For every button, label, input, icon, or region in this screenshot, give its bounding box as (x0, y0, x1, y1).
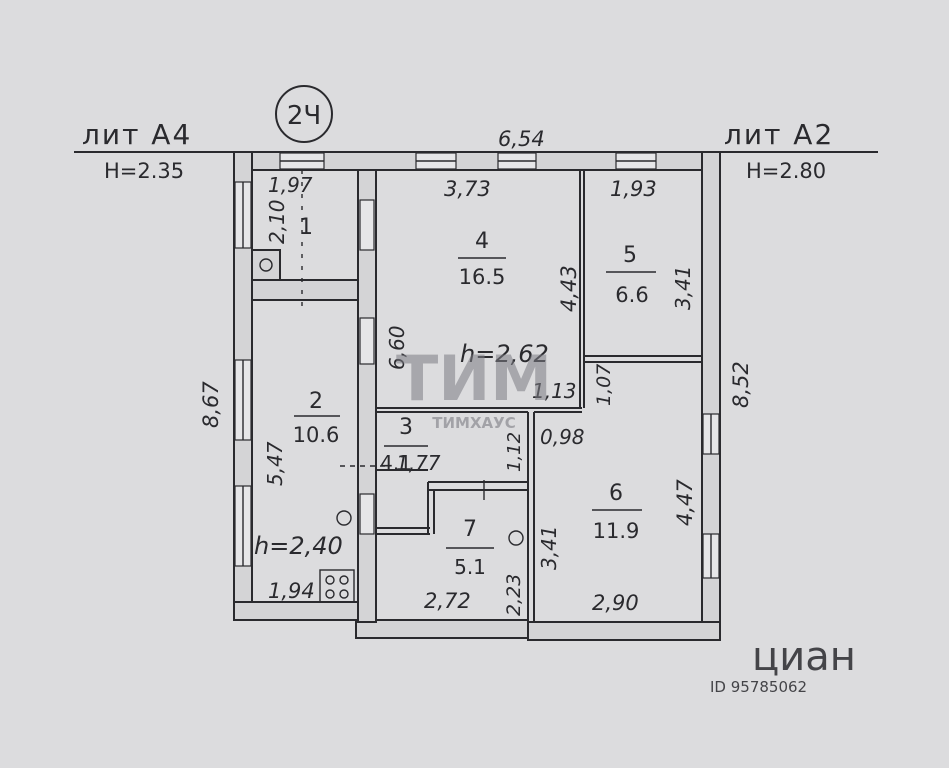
dim-room6-height: 4,47 (673, 479, 697, 526)
inner-window-2 (359, 317, 375, 365)
dim-room5-height: 3,41 (671, 265, 695, 310)
dim-113: 1,13 (532, 379, 577, 403)
room4-area: 16.5 (459, 265, 506, 289)
partition-room1-stove (251, 249, 281, 281)
dim-room7-height: 2,23 (503, 574, 525, 616)
wall-bottom-right (527, 621, 721, 641)
inner-window-3 (359, 493, 375, 535)
room5-number: 5 (623, 243, 637, 268)
stove-icon (319, 569, 355, 603)
cian-id-watermark: ID 95785062 (710, 678, 807, 696)
dim-room7-bottom: 2,72 (424, 589, 471, 613)
room1-number: 1 (299, 215, 313, 240)
floor-mark: 2Ч (287, 101, 321, 131)
dim-107: 1,07 (593, 364, 615, 406)
room6-area: 11.9 (593, 519, 640, 543)
toilet-icon (508, 530, 524, 546)
inner-window-1 (359, 199, 375, 251)
dim-098: 0,98 (540, 425, 585, 449)
dim-177: 1,77 (396, 451, 441, 475)
dim-room1-height: 2,10 (265, 199, 289, 244)
floor-mark-circle (275, 85, 333, 143)
dim-room6-341: 3,41 (537, 525, 561, 570)
dim-room4-height: 4,43 (557, 265, 581, 312)
dim-room1-width: 1,97 (268, 173, 313, 197)
timhaus-watermark: ТИМХАУС (432, 414, 515, 432)
lit-right-label: лит А2 (724, 118, 834, 151)
dim-room4-width: 3,73 (444, 177, 491, 201)
dim-inner-660: 6,60 (385, 325, 409, 370)
dim-left-total: 8,67 (199, 381, 223, 428)
room7-area: 5.1 (454, 555, 486, 579)
dim-room2-height: 5,47 (263, 441, 287, 486)
dim-room2-bottom: 1,94 (268, 579, 315, 603)
wall-bottom-mid (355, 619, 529, 639)
sink-icon (336, 510, 352, 526)
room2-ceiling-height: h=2,40 (254, 532, 343, 560)
wall-bottom-left (233, 601, 359, 621)
room3-number: 3 (399, 415, 413, 440)
height-left-label: Н=2.35 (104, 159, 184, 183)
height-right-label: Н=2.80 (746, 159, 826, 183)
room7-number: 7 (463, 517, 477, 542)
lit-left-label: лит А4 (82, 118, 192, 151)
room4-ceiling-height: h=2,62 (460, 340, 549, 368)
dim-top-total: 6,54 (498, 127, 545, 151)
room6-number: 6 (609, 481, 623, 506)
dim-112: 1,12 (504, 432, 525, 472)
dim-room5-width: 1,93 (610, 177, 657, 201)
partition-room1-bottom (251, 279, 359, 301)
cian-watermark: циан (752, 634, 856, 680)
room3-area: 4.1 (380, 451, 412, 475)
room4-number: 4 (475, 229, 489, 254)
room2-area: 10.6 (293, 423, 340, 447)
room2-number: 2 (309, 389, 323, 414)
room5-area: 6.6 (615, 283, 648, 307)
dim-room6-bottom: 2,90 (592, 591, 639, 615)
timhaus-logo: ТИМ (396, 342, 552, 415)
dim-right-total: 8,52 (729, 361, 753, 408)
